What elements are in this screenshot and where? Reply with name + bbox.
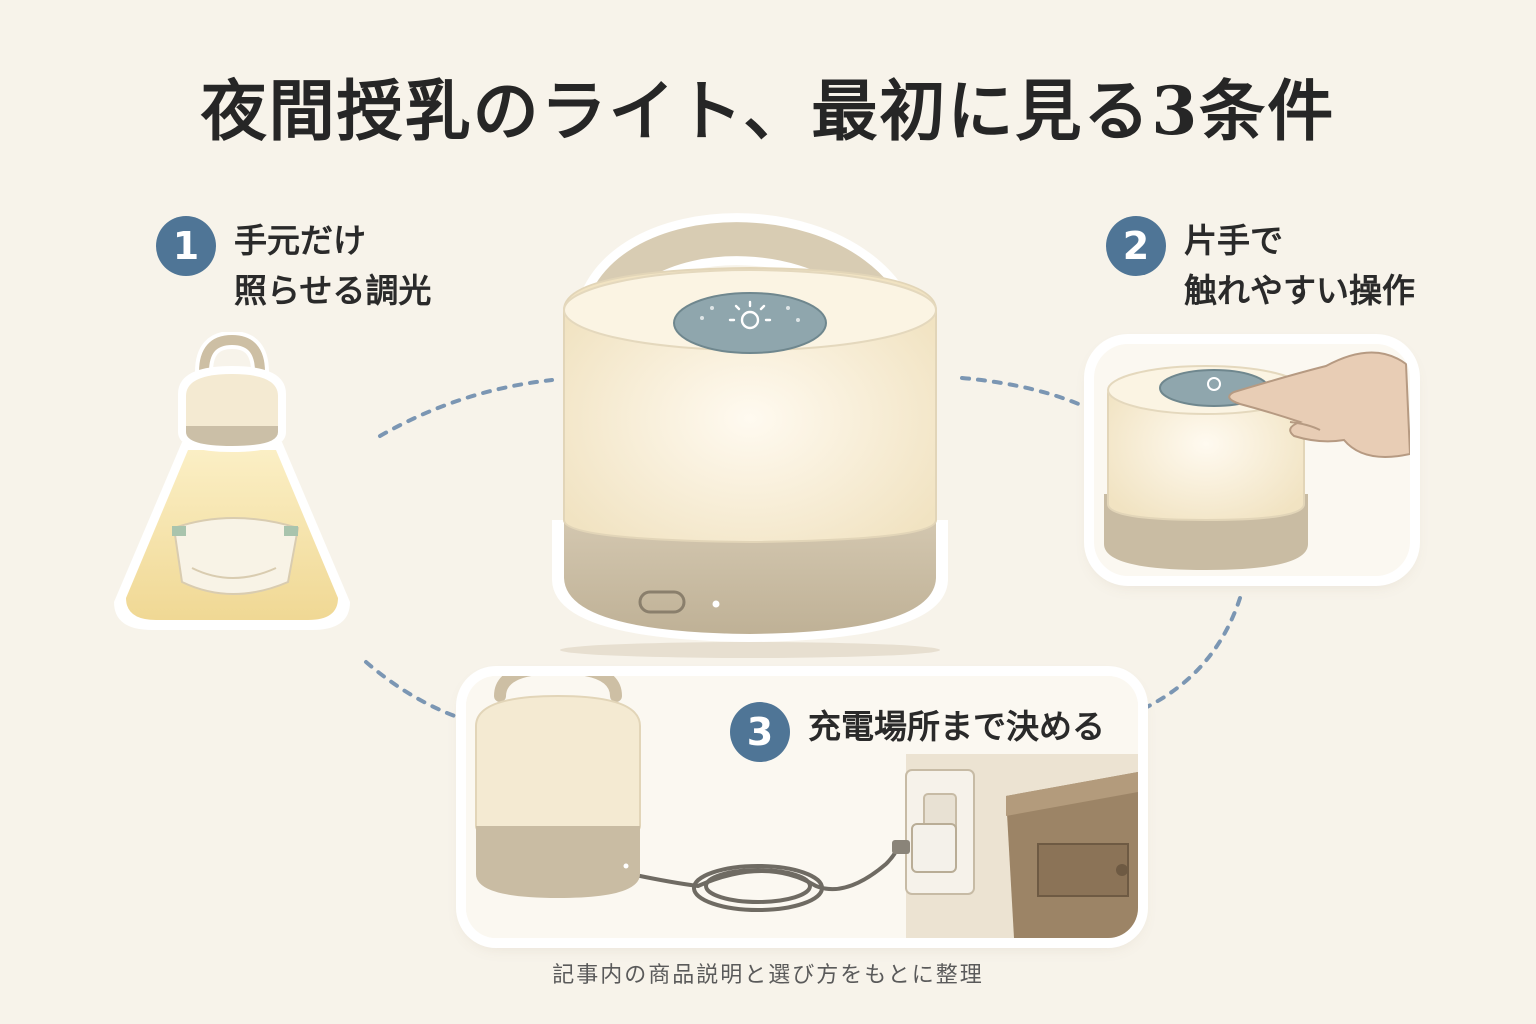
hand-icon	[1228, 351, 1410, 458]
point-1-badge: 1	[156, 216, 216, 276]
page-title: 夜間授乳のライト、最初に見る3条件	[200, 72, 1336, 150]
sticker-dimming	[112, 332, 352, 632]
point-2-label: 片手で 触れやすい操作	[1184, 216, 1415, 316]
main-lamp-illustration	[552, 213, 948, 658]
footer-note: 記事内の商品説明と選び方をもとに整理	[552, 963, 984, 988]
point-1-label: 手元だけ 照らせる調光	[234, 216, 431, 316]
point-2-line-1: 片手で	[1184, 221, 1283, 260]
usb-cable-icon	[610, 844, 900, 912]
point-3-label: 充電場所まで決める	[808, 702, 1105, 752]
sun-icon	[728, 300, 772, 330]
usb-c-port-icon	[638, 590, 686, 614]
point-3: 3 充電場所まで決める	[730, 702, 1105, 762]
point-2-line-2: 触れやすい操作	[1184, 271, 1415, 310]
wall-outlet-icon	[905, 769, 975, 895]
point-3-badge: 3	[730, 702, 790, 762]
point-1-line-1: 手元だけ	[234, 221, 366, 260]
point-3-line-1: 充電場所まで決める	[808, 707, 1105, 746]
point-2-badge: 2	[1106, 216, 1166, 276]
point-1: 1 手元だけ 照らせる調光	[156, 216, 431, 316]
point-2: 2 片手で 触れやすい操作	[1106, 216, 1415, 316]
point-1-line-2: 照らせる調光	[234, 271, 432, 310]
diaper-icon	[172, 517, 300, 595]
sticker-one-hand-operation	[1094, 344, 1410, 576]
sticker-charging-place	[466, 676, 1138, 938]
